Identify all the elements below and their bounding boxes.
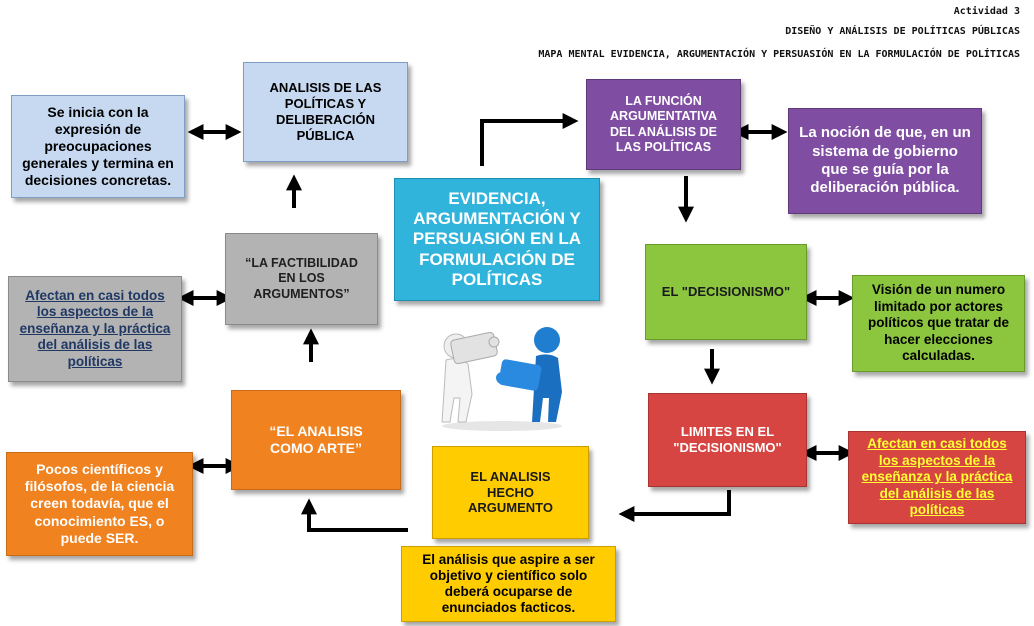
node-aspire: El análisis que aspire a ser objetivo y … (401, 546, 616, 622)
node-vision: Visión de un numero limitado por actores… (852, 275, 1025, 372)
node-nocion: La noción de que, en un sistema de gobie… (788, 108, 982, 214)
map-subtitle: MAPA MENTAL EVIDENCIA, ARGUMENTACIÓN Y P… (538, 49, 1020, 60)
node-arte-text: “EL ANALISIS COMO ARTE” (269, 422, 363, 456)
node-cientificos: Pocos científicos y filósofos, de la cie… (6, 452, 193, 556)
node-analisis-politicas: ANALISIS DE LAS POLÍTICAS Y DELIBERACIÓN… (243, 62, 408, 162)
activity-label: Actividad 3 (953, 6, 1020, 17)
node-hecho-argumento-text: EL ANALISIS HECHO ARGUMENTO (468, 468, 553, 516)
node-factibilidad: “LA FACTIBILIDAD EN LOS ARGUMENTOS” (225, 233, 378, 325)
node-afectan-red-text: Afectan en casi todos los aspectos de la… (861, 436, 1013, 518)
arrow-limites-to-hecho (618, 490, 731, 522)
node-inicia: Se inicia con la expresión de preocupaci… (11, 95, 185, 198)
node-funcion: LA FUNCIÓN ARGUMENTATIVA DEL ANÁLISIS DE… (586, 79, 741, 170)
puzzle-figures-icon (441, 327, 562, 431)
node-analisis-politicas-text: ANALISIS DE LAS POLÍTICAS Y DELIBERACIÓN… (269, 80, 382, 143)
arrow-center-to-funcion (480, 113, 579, 166)
node-inicia-text: Se inicia con la expresión de preocupaci… (22, 103, 174, 189)
node-cientificos-text: Pocos científicos y filósofos, de la cie… (24, 461, 175, 546)
node-afectan-gray-text: Afectan en casi todos los aspectos de la… (19, 287, 171, 369)
arrow-hecho-to-arte (301, 498, 408, 532)
node-aspire-text: El análisis que aspire a ser objetivo y … (422, 552, 595, 615)
node-arte: “EL ANALISIS COMO ARTE” (231, 390, 401, 490)
node-factibilidad-text: “LA FACTIBILIDAD EN LOS ARGUMENTOS” (245, 256, 358, 301)
node-funcion-text: LA FUNCIÓN ARGUMENTATIVA DEL ANÁLISIS DE… (610, 94, 717, 154)
node-nocion-text: La noción de que, en un sistema de gobie… (799, 124, 971, 197)
central-topic-text: EVIDENCIA, ARGUMENTACIÓN Y PERSUASIÓN EN… (412, 188, 582, 290)
course-title: DISEÑO Y ANÁLISIS DE POLÍTICAS PÚBLICAS (785, 26, 1020, 37)
node-afectan-gray: Afectan en casi todos los aspectos de la… (8, 276, 182, 382)
node-afectan-red: Afectan en casi todos los aspectos de la… (848, 431, 1026, 524)
node-hecho-argumento: EL ANALISIS HECHO ARGUMENTO (432, 446, 589, 539)
node-decisionismo-text: EL "DECISIONISMO" (661, 284, 791, 300)
node-vision-text: Visión de un numero limitado por actores… (867, 282, 1010, 364)
node-decisionismo: EL "DECISIONISMO" (645, 244, 807, 340)
node-limites: LIMITES EN EL "DECISIONISMO" (648, 393, 807, 487)
node-limites-text: LIMITES EN EL "DECISIONISMO" (673, 424, 782, 455)
central-topic: EVIDENCIA, ARGUMENTACIÓN Y PERSUASIÓN EN… (394, 178, 600, 301)
